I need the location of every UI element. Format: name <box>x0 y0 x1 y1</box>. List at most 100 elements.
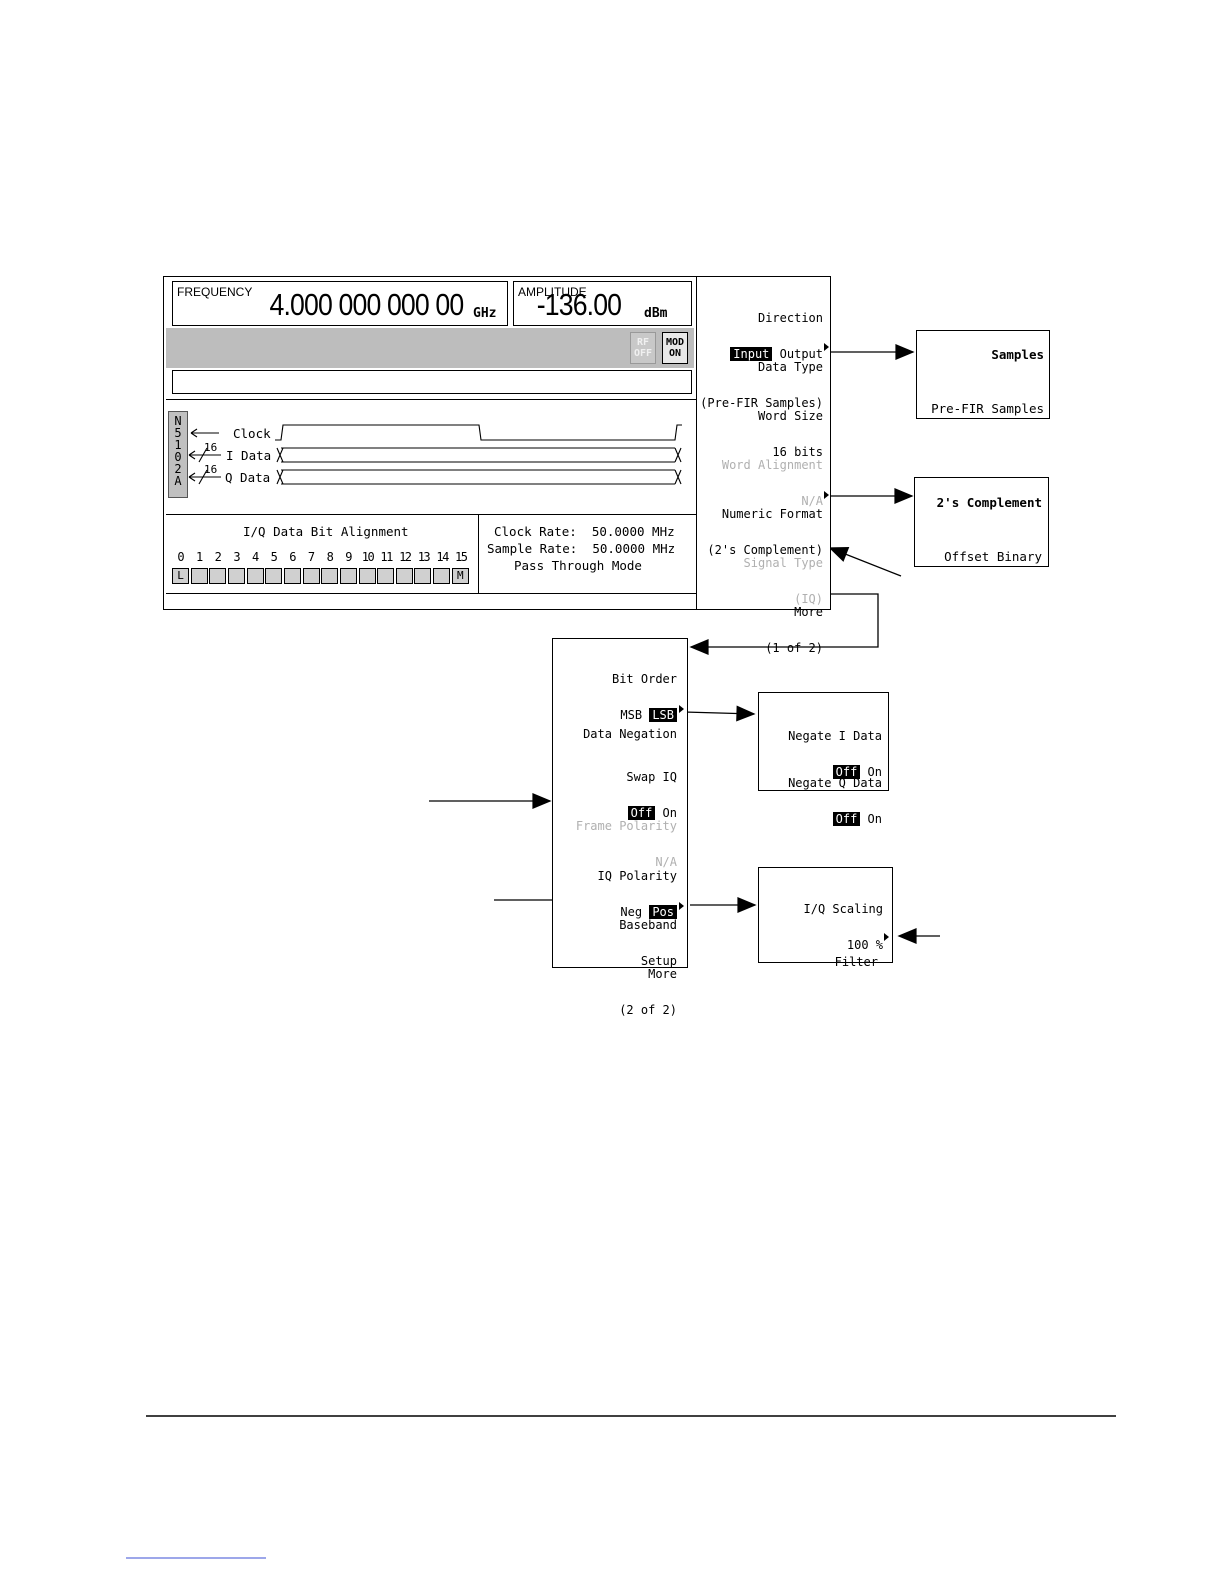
bit-cell[interactable] <box>227 568 245 584</box>
word-size-label: Word Size <box>757 409 823 423</box>
iq-polarity-pos-selected: Pos <box>649 905 677 919</box>
negate-q-off-selected: Off <box>832 812 861 826</box>
menu-option-pre-fir-samples[interactable]: Pre-FIR Samples <box>931 401 1044 416</box>
amplitude-label: AMPLITUDE <box>518 285 587 299</box>
softkey-word-size[interactable]: Word Size 16 bits <box>758 386 823 470</box>
frequency-readout[interactable]: FREQUENCY 4.000 000 000 00 GHz <box>172 281 508 326</box>
frame-polarity-label: Frame Polarity <box>575 819 677 833</box>
bit-number: 11 <box>380 550 393 564</box>
more-page: (2 of 2) <box>619 1003 677 1017</box>
data-type-value: (Pre-FIR Samples) <box>700 396 823 410</box>
direction-label: Direction <box>757 311 823 325</box>
softkey-more-2[interactable]: More (2 of 2) <box>619 944 677 1028</box>
bit-cell[interactable] <box>358 568 376 584</box>
bit-cell[interactable]: L <box>172 568 189 584</box>
bit-cell[interactable] <box>302 568 320 584</box>
bit-number: 13 <box>417 550 431 564</box>
arrow-data-negation <box>683 705 756 722</box>
softkey-numeric-format[interactable]: Numeric Format (2's Complement) <box>707 484 823 568</box>
mod-on-annunciator: MOD ON <box>662 332 688 364</box>
bit-order-label: Bit Order <box>611 672 677 686</box>
bit-cell[interactable] <box>377 568 395 584</box>
arrow-signal-type <box>828 547 902 577</box>
bit-number: 0 <box>177 550 185 564</box>
swap-iq-on: On <box>662 806 677 820</box>
submenu-triangle-icon <box>884 933 889 941</box>
softkey-swap-iq[interactable]: Swap IQ Off On <box>626 747 677 831</box>
swap-iq-off-selected: Off <box>627 806 656 820</box>
rf-off-annunciator: RF OFF <box>630 332 656 364</box>
clock-arrowhead <box>190 428 198 438</box>
bit-order-lsb-selected: LSB <box>649 708 677 722</box>
mode-text: Pass Through Mode <box>514 558 642 573</box>
data-type-menu <box>916 330 1050 419</box>
negate-q-label: Negate Q Data <box>788 776 882 790</box>
bit-cell[interactable] <box>395 568 413 584</box>
arrow-more <box>689 593 879 655</box>
softkey-more-1[interactable]: More (1 of 2) <box>765 582 823 666</box>
menu-option-twos-complement[interactable]: 2's Complement <box>936 495 1042 510</box>
baseband-label: Baseband <box>619 918 677 932</box>
bit-cell[interactable] <box>414 568 432 584</box>
numeric-format-menu <box>914 477 1049 567</box>
word-alignment-label: Word Alignment <box>721 458 823 472</box>
clock-waveform <box>275 424 682 441</box>
bit-cell[interactable] <box>321 568 339 584</box>
bit-cell[interactable] <box>209 568 227 584</box>
softkey-frame-polarity: Frame Polarity N/A <box>576 796 677 880</box>
amplitude-readout[interactable]: AMPLITUDE -136.00 dBm <box>513 281 692 326</box>
signal-type-label: Signal Type <box>743 556 823 570</box>
message-line <box>172 370 692 394</box>
divider <box>166 399 697 400</box>
idata-label: I Data <box>226 448 272 463</box>
softkey-divider <box>696 277 697 609</box>
bit-number: 14 <box>436 550 449 564</box>
data-negation-menu <box>758 692 889 791</box>
data-negation-label: Data Negation <box>583 727 677 741</box>
bit-cell[interactable] <box>433 568 451 584</box>
softkey-negate-q-data[interactable]: Negate Q Data Off On <box>788 753 882 837</box>
data-type-label: Data Type <box>757 360 823 374</box>
negate-q-on: On <box>867 812 882 826</box>
direction-output: Output <box>779 347 823 361</box>
softkey-bit-order[interactable]: Bit Order MSB LSB <box>612 649 677 733</box>
softkey-negate-i-data[interactable]: Negate I Data Off On <box>788 706 882 790</box>
submenu-triangle-icon <box>824 343 829 351</box>
bit-cell[interactable]: M <box>451 568 469 584</box>
softkey-iq-polarity[interactable]: IQ Polarity Neg Pos <box>598 846 677 930</box>
amplitude-unit: dBm <box>644 306 668 321</box>
more-label: More <box>648 967 677 981</box>
bit-number: 7 <box>307 550 316 564</box>
softkey-baseband-setup[interactable]: Baseband Setup <box>619 895 677 979</box>
clock-rate: Clock Rate: 50.0000 MHz <box>494 524 675 539</box>
signal-type-value: (IQ) <box>794 592 823 606</box>
softkey-filter[interactable]: Filter <box>835 932 878 980</box>
negate-i-on: On <box>867 765 882 779</box>
bit-cell[interactable] <box>265 568 283 584</box>
bit-cell[interactable] <box>190 568 208 584</box>
softkey-iq-scaling[interactable]: I/Q Scaling 100 % <box>804 879 883 963</box>
rf-label: RF <box>636 337 650 348</box>
qdata-bus-slash <box>198 469 208 485</box>
bit-order-msb: MSB <box>620 708 643 722</box>
direction-input-selected: Input <box>730 347 773 361</box>
softkey-data-negation[interactable]: Data Negation <box>583 704 677 752</box>
softkey-data-type[interactable]: Data Type (Pre-FIR Samples) <box>700 337 823 421</box>
menu-option-offset-binary[interactable]: Offset Binary <box>944 549 1042 564</box>
amplitude-value: -136.00 <box>536 287 622 322</box>
bit-cell[interactable] <box>339 568 357 584</box>
qdata-bus-width: 16 <box>204 463 218 476</box>
rf-state: OFF <box>633 348 653 359</box>
bit-cell[interactable] <box>283 568 301 584</box>
mod-state: ON <box>668 348 682 359</box>
bit-number: 3 <box>233 550 241 564</box>
menu-option-samples[interactable]: Samples <box>991 347 1044 362</box>
iq-scaling-value: 100 % <box>846 938 883 952</box>
submenu-triangle-icon <box>679 705 684 713</box>
softkey-direction[interactable]: Direction Input Output <box>730 288 823 372</box>
word-alignment-value: N/A <box>801 494 823 508</box>
iq-polarity-neg: Neg <box>620 905 643 919</box>
bit-cell[interactable] <box>246 568 264 584</box>
clock-label: Clock <box>233 426 271 441</box>
